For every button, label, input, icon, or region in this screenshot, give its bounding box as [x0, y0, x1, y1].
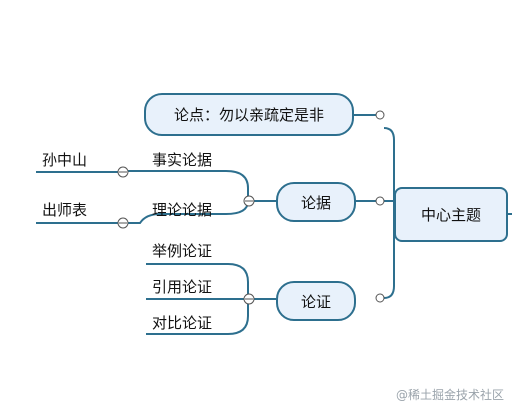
thesis-node[interactable]: 论点：勿以亲疏定是非 [144, 93, 354, 136]
central-topic-label: 中心主题 [420, 206, 481, 224]
collapse-toggle-thesis[interactable] [375, 110, 385, 120]
collapse-toggle-argument[interactable] [375, 293, 385, 303]
central-topic-node[interactable]: 中心主题 [394, 187, 508, 242]
note-chushibiao[interactable]: 出师表 [42, 201, 88, 219]
evidence-label: 论据 [300, 193, 331, 212]
argument-label: 论证 [300, 292, 331, 311]
fact-evidence-label[interactable]: 事实论据 [152, 151, 213, 169]
connector-trunk [383, 127, 395, 299]
note-sun-yat-sen[interactable]: 孙中山 [42, 151, 88, 169]
argument-node[interactable]: 论证 [276, 281, 356, 321]
example-argument-label[interactable]: 举例论证 [152, 242, 213, 260]
contrast-argument-label[interactable]: 对比论证 [152, 314, 213, 332]
watermark: @稀土掘金技术社区 [395, 388, 504, 402]
thesis-label: 论点：勿以亲疏定是非 [173, 106, 324, 124]
quote-argument-label[interactable]: 引用论证 [152, 278, 213, 296]
connector-theory [124, 213, 226, 224]
evidence-node[interactable]: 论据 [276, 182, 356, 222]
theory-evidence-label[interactable]: 理论论据 [152, 201, 213, 219]
connector-evidence-bracket [225, 170, 249, 215]
collapse-toggle-evidence[interactable] [375, 196, 385, 206]
